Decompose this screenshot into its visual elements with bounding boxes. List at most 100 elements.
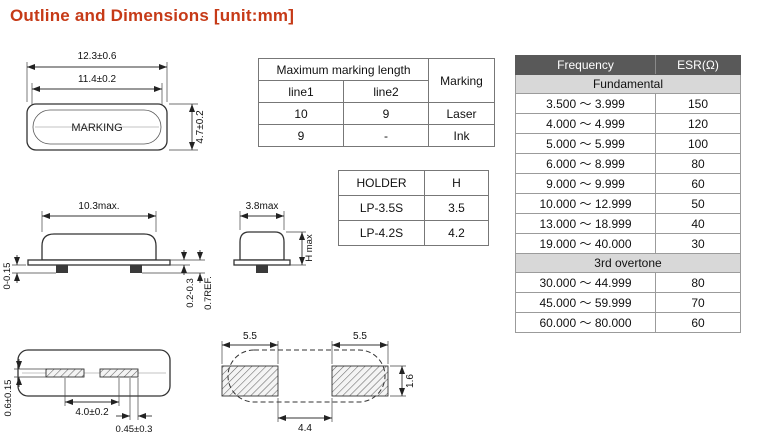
col-h: H: [424, 170, 489, 196]
holder-h: 3.5: [424, 195, 489, 221]
esr-frequency: 60.000 〜 80.000: [515, 312, 656, 333]
esr-frequency: 45.000 〜 59.999: [515, 292, 656, 313]
dim-base-height: 0.7REF.: [197, 250, 214, 310]
dim-standoff-label: 0-0.15: [2, 263, 13, 290]
end-view-drawing: 3.8max H max: [233, 201, 315, 273]
esr-value: 60: [655, 312, 741, 333]
side-view-drawing: 10.3max. 0-0.15 0.2-0.3 0.7REF.: [2, 201, 214, 310]
top-view-drawing: 12.3±0.6 11.4±0.2 MARKING 4.7±0.2: [26, 51, 206, 151]
crystal-can-end: [239, 231, 285, 261]
esr-value: 100: [655, 133, 741, 154]
dim-pad-height-label: 1.6: [405, 374, 416, 388]
esr-value: 40: [655, 213, 741, 234]
dim-body-depth: 3.8max: [239, 201, 285, 230]
marking-col-header: Marking: [428, 58, 496, 103]
lead-stub-right: [130, 265, 142, 273]
esr-frequency: 10.000 〜 12.999: [515, 193, 656, 214]
dim-lead-pitch-label: 4.0±0.2: [75, 407, 109, 418]
holder-row: LP-3.5S 3.5: [338, 195, 489, 221]
esr-row: 13.000 〜 18.999 40: [515, 213, 741, 234]
lead-stub-end: [256, 265, 268, 273]
esr-frequency: 6.000 〜 8.999: [515, 153, 656, 174]
dim-lead-thickness-label: 0.2-0.3: [185, 278, 196, 308]
dim-pad-width-left-label: 5.5: [243, 331, 257, 342]
dim-base-height-label: 0.7REF.: [203, 276, 214, 310]
marking-label: MARKING: [71, 122, 122, 134]
marking-row-laser: 10 9 Laser: [258, 102, 496, 125]
ink-marking: Ink: [428, 124, 496, 147]
col-esr: ESR(Ω): [655, 55, 741, 75]
page-title: Outline and Dimensions [unit:mm]: [10, 6, 295, 25]
land-pad-right: [331, 365, 389, 397]
esr-frequency: 30.000 〜 44.999: [515, 272, 656, 293]
laser-line1: 10: [258, 102, 344, 125]
marking-table: Maximum marking length Marking line1 lin…: [257, 58, 496, 147]
marking-table-subheader-row: line1 line2: [258, 80, 495, 103]
esr-row: 6.000 〜 8.999 80: [515, 153, 741, 174]
bottom-view-drawing: 4.0±0.2 0.45±0.3 0.6±0.15: [3, 349, 171, 435]
esr-section-fundamental: Fundamental: [515, 74, 741, 94]
holder-table: HOLDER H LP-3.5S 3.5 LP-4.2S 4.2: [338, 170, 489, 246]
marking-table-title: Maximum marking length: [257, 58, 430, 81]
dim-outer-width-label: 12.3±0.6: [78, 51, 117, 62]
esr-row: 9.000 〜 9.999 60: [515, 173, 741, 194]
esr-table-header-row: Frequency ESR(Ω): [515, 55, 741, 75]
holder-name: LP-3.5S: [338, 195, 425, 221]
dim-pad-width-right-label: 5.5: [353, 331, 367, 342]
dim-lead-width: 0.45±0.3: [116, 378, 153, 435]
dim-standoff: 0-0.15: [2, 255, 56, 289]
esr-frequency: 19.000 〜 40.000: [515, 233, 656, 254]
esr-table: Frequency ESR(Ω) Fundamental 3.500 〜 3.9…: [515, 55, 741, 333]
dim-pad-gap: 4.4: [277, 398, 333, 434]
dim-inner-width-label: 11.4±0.2: [78, 74, 117, 85]
dim-pad-height: 1.6: [390, 365, 416, 397]
col-holder: HOLDER: [338, 170, 425, 196]
esr-row: 45.000 〜 59.999 70: [515, 292, 741, 313]
bottom-lead-left: [45, 368, 85, 378]
col-frequency: Frequency: [515, 55, 656, 75]
dim-package-height: 4.7±0.2: [169, 103, 206, 151]
laser-marking: Laser: [428, 102, 496, 125]
component-outline-dashed: [227, 349, 386, 403]
dim-body-width-label: 10.3max.: [78, 201, 119, 212]
dim-outer-width: 12.3±0.6: [26, 51, 168, 102]
esr-frequency: 4.000 〜 4.999: [515, 113, 656, 134]
holder-h: 4.2: [424, 220, 489, 246]
laser-line2: 9: [342, 102, 430, 125]
component-inner-outline: [32, 109, 162, 145]
dim-package-height-label: 4.7±0.2: [195, 110, 206, 144]
lead-stub-left: [56, 265, 68, 273]
esr-value: 60: [655, 173, 741, 194]
land-pattern-drawing: 5.5 5.5 4.4 1.6: [221, 331, 416, 434]
crystal-can-side: [41, 233, 157, 261]
dim-pad-width-left: 5.5: [221, 331, 279, 364]
dim-lead-width-label: 0.45±0.3: [116, 424, 153, 435]
marking-row-ink: 9 - Ink: [258, 124, 496, 147]
col-line1: line1: [258, 80, 344, 103]
esr-value: 80: [655, 272, 741, 293]
land-pad-left: [221, 365, 279, 397]
esr-value: 80: [655, 153, 741, 174]
holder-table-header-row: HOLDER H: [338, 170, 489, 196]
esr-row: 10.000 〜 12.999 50: [515, 193, 741, 214]
dim-body-width: 10.3max.: [41, 201, 157, 232]
esr-value: 120: [655, 113, 741, 134]
esr-frequency: 3.500 〜 3.999: [515, 93, 656, 114]
section-label: 3rd overtone: [515, 253, 741, 273]
ink-line1: 9: [258, 124, 344, 147]
esr-row: 3.500 〜 3.999 150: [515, 93, 741, 114]
esr-section-3rd-overtone: 3rd overtone: [515, 253, 741, 273]
dim-pad-width-right: 5.5: [331, 331, 389, 364]
marking-table-header-row: Maximum marking length Marking: [257, 58, 496, 103]
esr-row: 30.000 〜 44.999 80: [515, 272, 741, 293]
esr-value: 30: [655, 233, 741, 254]
esr-row: 4.000 〜 4.999 120: [515, 113, 741, 134]
dim-lead-height: 0.6±0.15: [3, 359, 46, 416]
dim-lead-height-label: 0.6±0.15: [3, 380, 14, 417]
dim-lead-pitch: 4.0±0.2: [64, 378, 120, 418]
esr-frequency: 13.000 〜 18.999: [515, 213, 656, 234]
holder-row: LP-4.2S 4.2: [338, 220, 489, 246]
dim-pad-gap-label: 4.4: [298, 423, 312, 434]
section-label: Fundamental: [515, 74, 741, 94]
esr-value: 70: [655, 292, 741, 313]
